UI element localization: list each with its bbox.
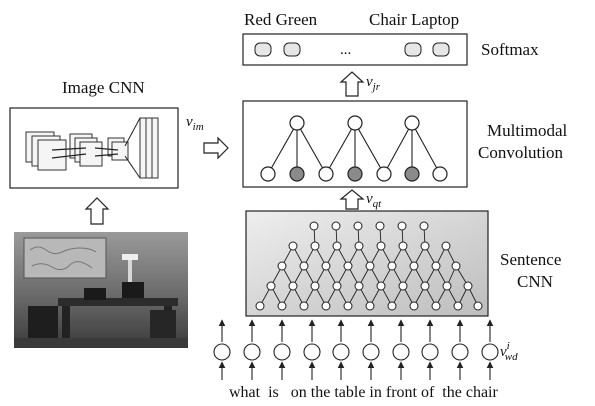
word-node <box>213 343 231 361</box>
lattice-node <box>288 241 298 251</box>
softmax-ellipsis: ... <box>340 42 351 58</box>
lattice-node <box>473 301 483 311</box>
word-node <box>303 343 321 361</box>
vector-jr-label: vjr <box>366 74 381 93</box>
lattice-node <box>398 241 408 251</box>
lattice-node <box>365 301 375 311</box>
word-node <box>243 343 261 361</box>
lattice-node <box>376 281 386 291</box>
lattice-node <box>420 241 430 251</box>
lattice-node <box>266 281 276 291</box>
multimodal-label-line1: Multimodal <box>487 121 568 140</box>
multimodal-label-line2: Convolution <box>478 143 564 162</box>
multimodal-box <box>242 100 468 188</box>
word-node <box>273 343 291 361</box>
hollow-up-arrow <box>339 71 365 97</box>
lattice-node <box>431 301 441 311</box>
sentence-cnn-network <box>255 221 483 311</box>
lattice-node <box>255 301 265 311</box>
lattice-node <box>376 241 386 251</box>
lattice-node <box>431 261 441 271</box>
lattice-node <box>310 241 320 251</box>
lattice-node <box>442 281 452 291</box>
sentence-words: what is on the table in front of the cha… <box>229 384 498 401</box>
softmax-box: ... <box>242 33 468 66</box>
lattice-node <box>419 221 429 231</box>
lattice-node <box>409 301 419 311</box>
lattice-node <box>375 221 385 231</box>
word-node <box>481 343 499 361</box>
lattice-node <box>310 281 320 291</box>
lattice-node <box>332 241 342 251</box>
lattice-node <box>277 261 287 271</box>
lattice-node <box>397 221 407 231</box>
sentence-cnn-label-line1: Sentence <box>500 250 561 269</box>
top-label-left: Red Green <box>244 10 318 29</box>
lattice-node <box>277 301 287 311</box>
lattice-node <box>321 301 331 311</box>
image-cnn-label: Image CNN <box>62 78 145 97</box>
lattice-node <box>343 301 353 311</box>
hollow-up-arrow-qt <box>339 189 365 210</box>
word-node <box>362 343 380 361</box>
word-node <box>451 343 469 361</box>
lattice-node <box>354 241 364 251</box>
lattice-node <box>354 281 364 291</box>
softmax-label: Softmax <box>481 40 539 59</box>
lattice-node <box>451 261 461 271</box>
lattice-node <box>331 221 341 231</box>
lattice-node <box>321 261 331 271</box>
lattice-node <box>343 261 353 271</box>
lattice-node <box>398 281 408 291</box>
lattice-node <box>387 301 397 311</box>
lattice-node <box>453 301 463 311</box>
word-node <box>392 343 410 361</box>
top-label-right: Chair Laptop <box>369 10 459 29</box>
lattice-node <box>309 221 319 231</box>
lattice-node <box>409 261 419 271</box>
vector-im-label: vim <box>186 114 204 133</box>
lattice-node <box>299 261 309 271</box>
word-input-layer <box>213 319 499 380</box>
hollow-up-arrow-image <box>84 197 110 225</box>
word-node <box>332 343 350 361</box>
input-photo <box>14 232 188 348</box>
word-node <box>421 343 439 361</box>
image-cnn-box <box>9 107 179 189</box>
lattice-node <box>288 281 298 291</box>
hollow-right-arrow <box>203 136 229 160</box>
lattice-node <box>332 281 342 291</box>
lattice-node <box>463 281 473 291</box>
lattice-node <box>441 241 451 251</box>
lattice-node <box>420 281 430 291</box>
lattice-node <box>365 261 375 271</box>
lattice-node <box>387 261 397 271</box>
lattice-node <box>299 301 309 311</box>
vector-qt-label: vqt <box>366 191 382 210</box>
lattice-node <box>353 221 363 231</box>
sentence-cnn-label-line2: CNN <box>517 272 553 291</box>
